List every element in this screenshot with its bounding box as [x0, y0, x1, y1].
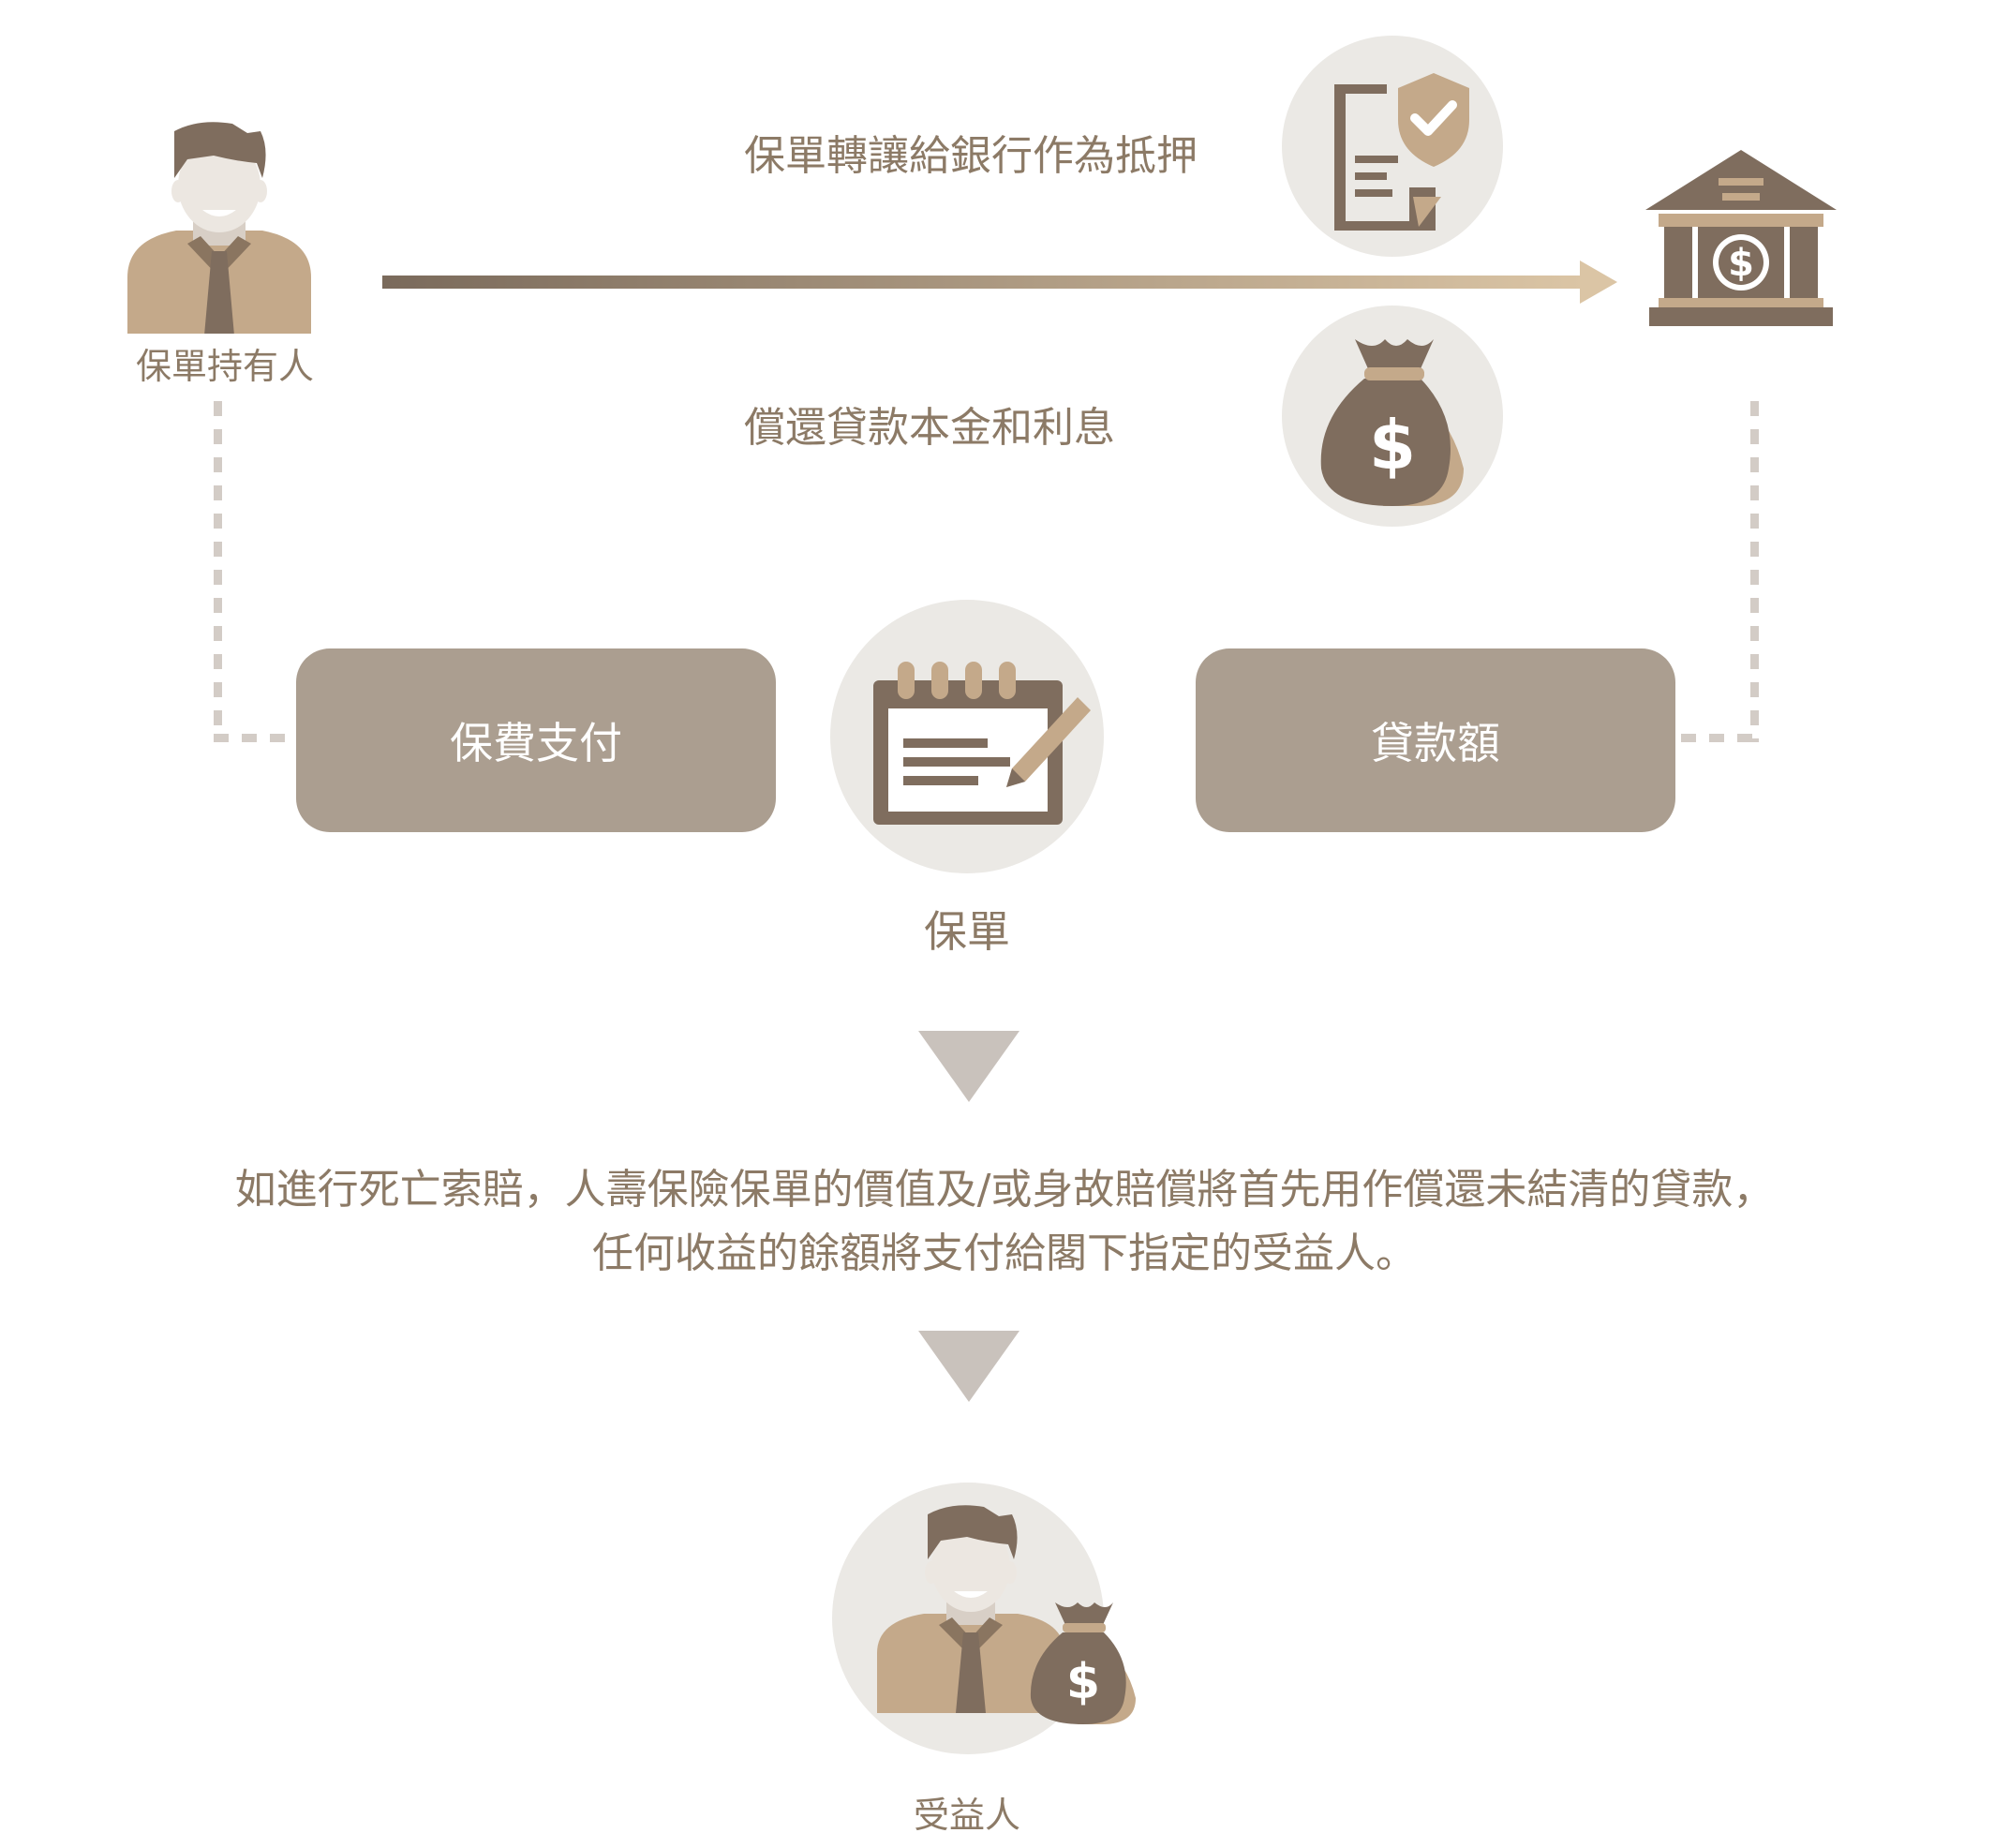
down-arrow-1	[918, 1031, 1019, 1102]
beneficiary-label: 受益人	[913, 1795, 1020, 1836]
notepad-pencil-icon	[873, 662, 1091, 825]
policy-holder-person-icon	[127, 122, 311, 334]
down-arrow-2	[918, 1331, 1019, 1402]
explanation-line-1: 如進行死亡索賠，人壽保險保單的價值及/或身故賠償將首先用作償還未結清的貸款，	[234, 1166, 1775, 1214]
transfer-to-bank-label: 保單轉讓給銀行作為抵押	[744, 132, 1198, 180]
policy-label: 保單	[924, 906, 1010, 957]
beneficiary-money-bag-icon: $	[1030, 1602, 1136, 1724]
holder-to-bank-arrow	[382, 261, 1617, 304]
svg-text:$: $	[1066, 1654, 1100, 1710]
explanation-text: 如進行死亡索賠，人壽保險保單的價值及/或身故賠償將首先用作償還未結清的貸款， 任…	[0, 1158, 2009, 1286]
left-dotted-connector	[214, 401, 222, 742]
svg-text:$: $	[1369, 406, 1416, 484]
right-dotted-connector	[1750, 401, 1759, 742]
loan-amount-label: 貸款額	[1371, 718, 1500, 768]
policy-holder-label: 保單持有人	[135, 346, 314, 387]
explanation-line-2: 任何收益的餘額將支付給閣下指定的受益人。	[592, 1230, 1417, 1277]
premium-payment-box: 保費支付	[296, 648, 776, 832]
document-shield-icon	[1334, 73, 1469, 231]
loan-amount-box: 貸款額	[1196, 648, 1675, 832]
money-bag-icon: $	[1320, 339, 1464, 506]
premium-payment-label: 保費支付	[450, 718, 622, 768]
right-dotted-connector-horizontal	[1681, 734, 1758, 742]
bank-icon: $	[1645, 150, 1837, 326]
beneficiary-person-icon	[877, 1505, 1064, 1713]
pledge-document-circle	[1282, 36, 1503, 257]
repay-loan-label: 償還貸款本金和利息	[744, 404, 1115, 452]
left-dotted-connector-horizontal	[214, 734, 292, 742]
svg-text:$: $	[1728, 242, 1754, 285]
